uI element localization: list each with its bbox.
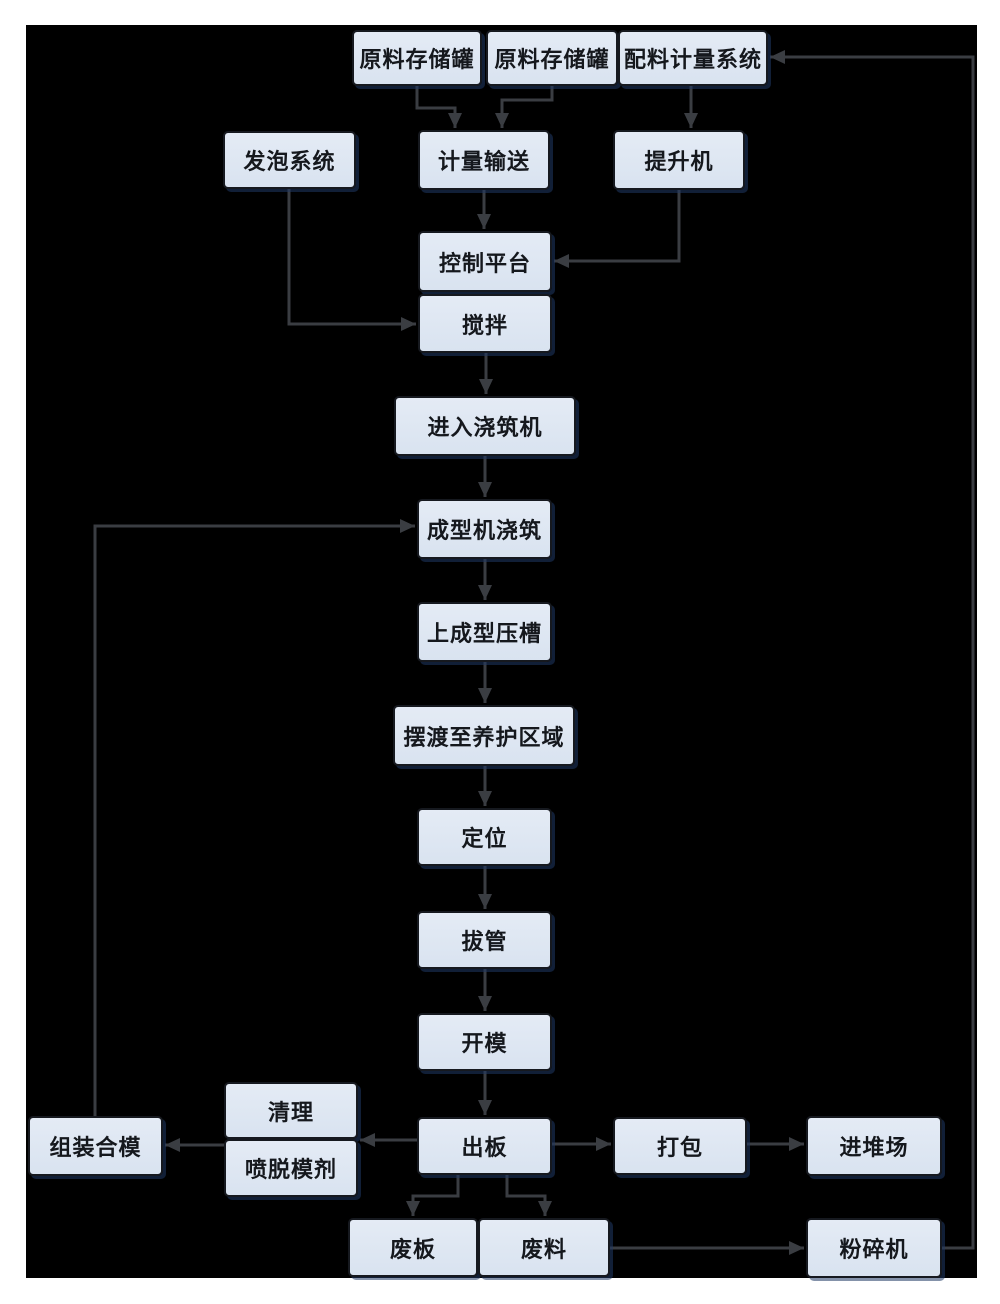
node-batching-metering-system: 配料计量系统 — [618, 30, 768, 86]
node-stockyard: 进堆场 — [806, 1116, 942, 1176]
node-forming-machine-casting: 成型机浇筑 — [417, 499, 552, 559]
node-label: 出板 — [461, 1135, 508, 1161]
node-hoist: 提升机 — [613, 130, 745, 190]
node-raw-material-tank-1: 原料存储罐 — [352, 30, 482, 86]
node-waste-material: 废料 — [478, 1218, 610, 1277]
node-label: 开模 — [461, 1031, 508, 1057]
node-assemble-close-mold: 组装合模 — [28, 1116, 163, 1176]
node-label: 发泡系统 — [243, 149, 336, 175]
node-board-out: 出板 — [417, 1117, 552, 1175]
node-upper-forming-press-groove: 上成型压槽 — [417, 602, 552, 662]
node-ferry-to-curing-area: 摆渡至养护区域 — [393, 705, 575, 766]
node-label: 打包 — [656, 1135, 703, 1161]
node-label: 进堆场 — [839, 1135, 909, 1161]
node-label: 拔管 — [461, 929, 508, 955]
node-label: 喷脱模剂 — [244, 1157, 337, 1183]
node-foaming-system: 发泡系统 — [223, 131, 356, 189]
node-label: 成型机浇筑 — [426, 518, 542, 544]
node-label: 原料存储罐 — [494, 47, 610, 73]
node-label: 废料 — [520, 1236, 567, 1263]
node-spray-release-agent: 喷脱模剂 — [224, 1139, 358, 1197]
node-label: 计量输送 — [437, 149, 530, 175]
node-mixing: 搅拌 — [418, 294, 552, 353]
node-label: 废板 — [389, 1236, 436, 1263]
node-control-platform: 控制平台 — [418, 231, 552, 292]
node-label: 定位 — [461, 826, 508, 852]
node-packing: 打包 — [613, 1117, 747, 1175]
node-label: 配料计量系统 — [623, 47, 762, 73]
node-label: 清理 — [267, 1099, 314, 1126]
node-label: 原料存储罐 — [359, 47, 475, 73]
node-enter-casting-machine: 进入浇筑机 — [394, 396, 576, 456]
node-label: 组装合模 — [49, 1135, 142, 1161]
node-waste-board: 废板 — [348, 1218, 478, 1277]
node-label: 进入浇筑机 — [427, 415, 543, 441]
node-crusher: 粉碎机 — [806, 1218, 942, 1278]
node-label: 摆渡至养护区域 — [403, 724, 565, 751]
node-label: 粉碎机 — [839, 1237, 909, 1263]
node-label: 控制平台 — [438, 250, 531, 277]
node-label: 搅拌 — [461, 312, 508, 339]
node-mold-opening: 开模 — [417, 1013, 552, 1071]
node-cleaning: 清理 — [224, 1082, 358, 1139]
node-label: 提升机 — [644, 149, 714, 175]
node-raw-material-tank-2: 原料存储罐 — [486, 30, 618, 86]
node-pipe-pulling: 拔管 — [417, 911, 552, 969]
node-label: 上成型压槽 — [426, 621, 542, 647]
node-metering-conveyor: 计量输送 — [418, 130, 550, 190]
node-positioning: 定位 — [417, 808, 552, 866]
